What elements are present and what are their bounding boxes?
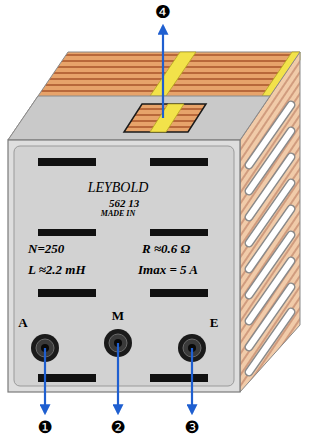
callout-arrows <box>45 26 192 413</box>
turns-spec: N=250 <box>28 242 64 256</box>
callout-number: ❹ <box>155 2 171 22</box>
origin-mark: MADE IN <box>101 210 135 219</box>
inductance-spec: L ≈2.2 mH <box>28 263 86 277</box>
current-spec: Imax = 5 A <box>138 263 198 277</box>
brand-logo: LEYBOLD <box>88 180 149 195</box>
insulating-tape <box>150 52 196 96</box>
insulating-tape <box>150 104 184 132</box>
terminal-name: M <box>112 309 124 323</box>
core-opening <box>124 104 206 132</box>
callout-number: ❶ <box>37 418 52 437</box>
front-face <box>8 140 240 392</box>
vent-slots <box>249 105 291 372</box>
terminal-name: A <box>18 316 27 330</box>
top-plate <box>8 96 270 140</box>
terminal-name: E <box>210 316 219 330</box>
callout-number: ❸ <box>184 418 199 437</box>
callout-number: ❷ <box>110 418 125 437</box>
resistance-spec: R ≈0.6 Ω <box>142 242 190 256</box>
front-panel <box>14 146 234 386</box>
model-number: 562 13 <box>109 197 139 209</box>
